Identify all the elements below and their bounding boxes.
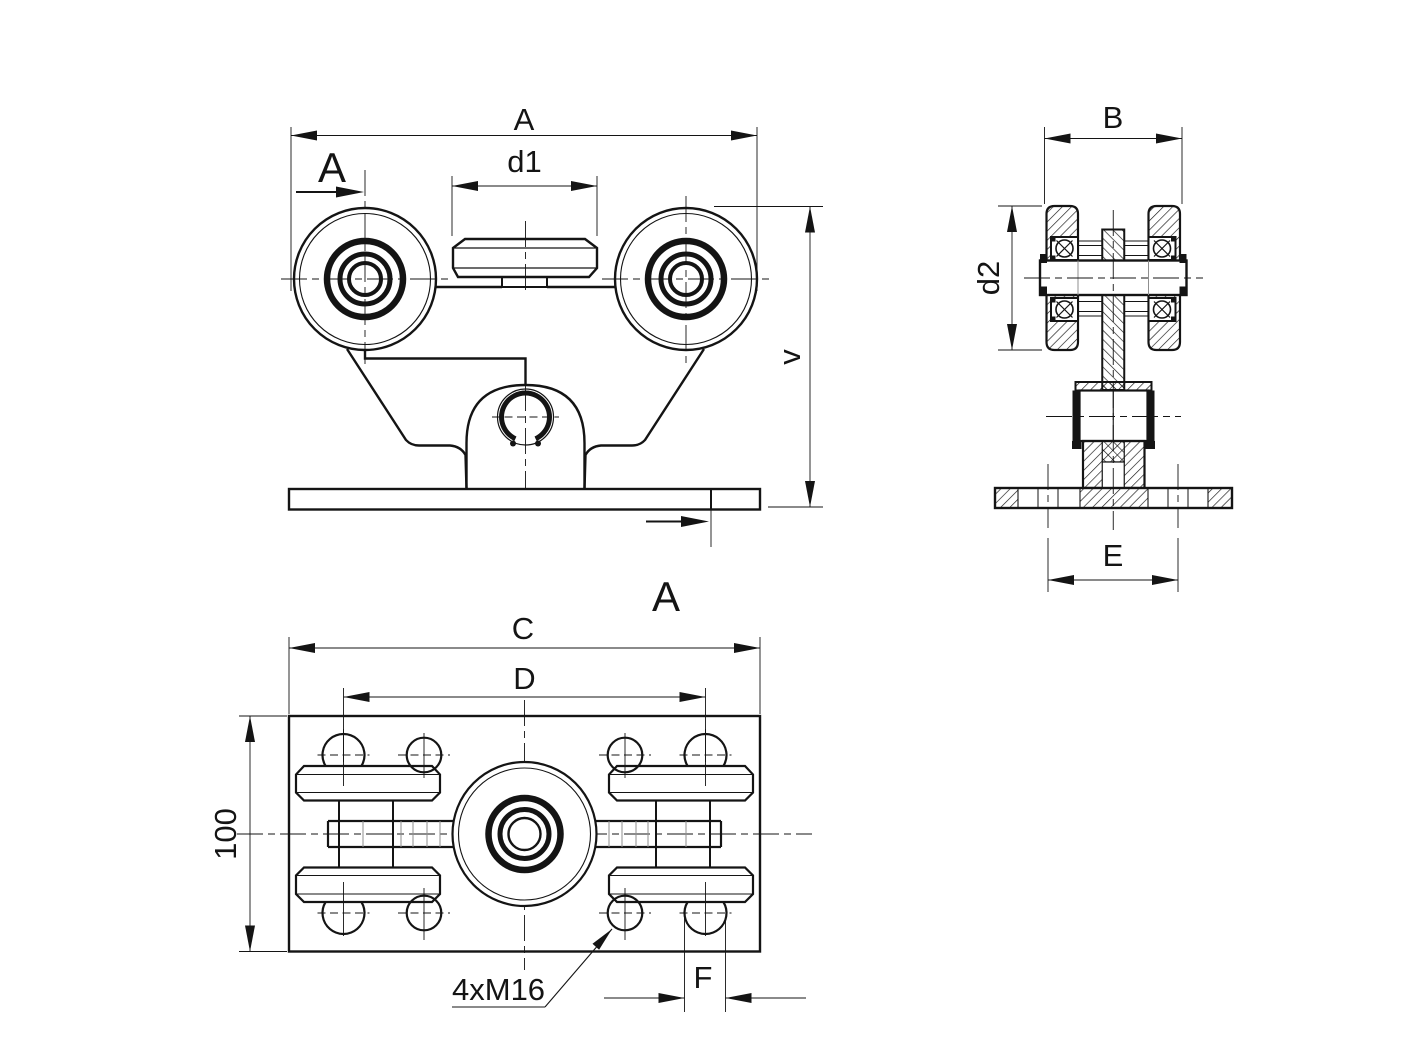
front-view: A d1 A A	[281, 102, 823, 620]
dim-label-C: C	[512, 611, 534, 646]
dimension-E: E	[1047, 538, 1179, 592]
dim-label-d1: d1	[507, 144, 541, 179]
dim-label-D: D	[513, 661, 535, 696]
roller-pad-top-right	[607, 764, 755, 802]
dim-label-v: v	[772, 349, 807, 365]
guide-roller	[451, 221, 599, 294]
dimension-100: 100	[208, 715, 287, 952]
dimension-B: B	[1044, 100, 1183, 204]
dimension-v: v	[714, 206, 823, 508]
dimension-C: C	[288, 611, 761, 714]
dimension-d2: d2	[971, 205, 1042, 351]
center-boss	[451, 760, 598, 908]
base-plate-front	[287, 487, 762, 511]
dim-label-F: F	[694, 960, 713, 995]
dimension-d1: d1	[451, 144, 598, 236]
base-plate-section	[993, 464, 1234, 528]
axle-bar-left	[326, 819, 453, 849]
bottom-view: C D	[208, 611, 812, 1012]
section-arrow-bottom: A	[646, 489, 712, 620]
dimension-D: D	[343, 661, 706, 762]
bolt-holes	[317, 729, 732, 940]
section-arrow-top: A	[296, 144, 364, 198]
dimension-F: F	[604, 918, 806, 1012]
bearing-bottom-left	[1050, 297, 1079, 322]
dim-label-d2: d2	[971, 261, 1006, 295]
lug-section	[1081, 439, 1146, 490]
mount-lug	[465, 383, 586, 489]
dim-label-B: B	[1103, 100, 1124, 135]
side-view: B	[971, 100, 1234, 592]
dim-label-E: E	[1103, 538, 1124, 573]
axle-bar-right	[596, 819, 723, 849]
dim-label-100: 100	[208, 808, 243, 860]
wheel-right	[602, 196, 771, 364]
dim-label-A: A	[514, 102, 535, 137]
bearing-top-right	[1147, 236, 1177, 261]
trolley-body	[345, 285, 706, 490]
bearing-top-left	[1050, 236, 1079, 261]
circlip	[499, 390, 552, 442]
wheel-left	[281, 170, 451, 364]
section-label-top: A	[318, 144, 346, 191]
roller-pad-bottom-left	[294, 866, 442, 904]
section-label-bottom: A	[652, 573, 680, 620]
pad-stems	[338, 800, 711, 868]
thread-callout-4xM16: 4xM16	[452, 928, 613, 1008]
roller-pad-bottom-right	[607, 866, 755, 904]
dimension-A: A	[290, 102, 758, 291]
thread-callout: 4xM16	[452, 972, 545, 1007]
bearing-bottom-right	[1147, 297, 1177, 322]
